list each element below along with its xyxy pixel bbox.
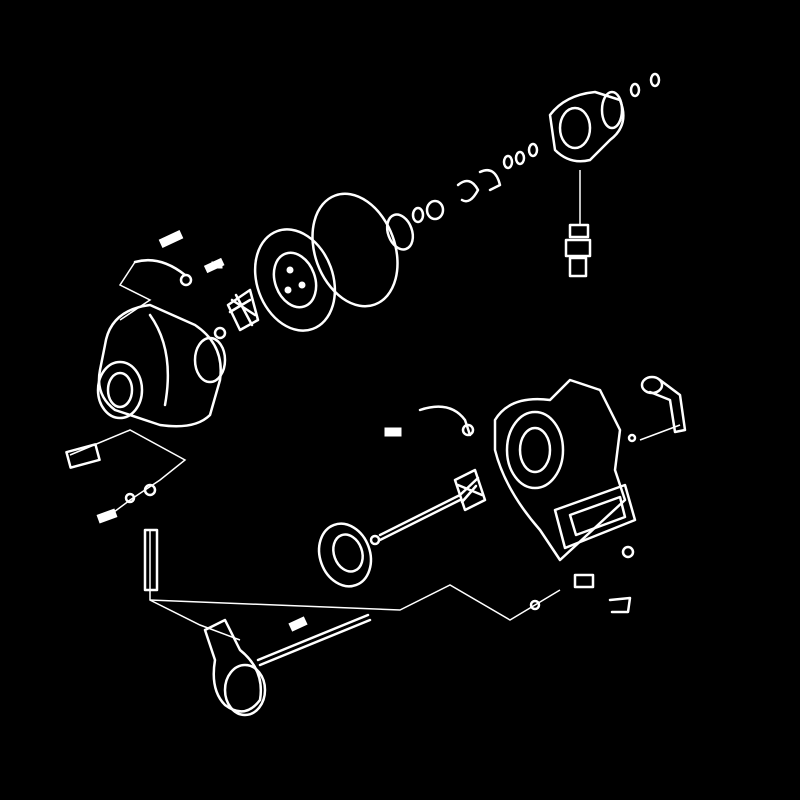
compressor-housing-icon (96, 303, 227, 428)
center-housing-icon (548, 72, 661, 163)
bolt-icon (211, 261, 637, 443)
clip-icon (529, 545, 635, 614)
seal-parts-icon (411, 142, 539, 224)
turbine-shaft-wheel-icon (369, 468, 487, 546)
leader-lines (69, 170, 681, 641)
compressor-wheel-icon (213, 288, 260, 340)
oil-fitting-icon (564, 223, 592, 278)
hose-icon (640, 375, 687, 434)
back-plate-icon (253, 228, 337, 332)
wastegate-actuator-icon (203, 613, 372, 717)
o-ring-icon (311, 192, 415, 308)
rod-icon (65, 443, 159, 592)
turbine-housing-icon (493, 378, 637, 562)
heat-shield-icon (384, 405, 475, 437)
disc-icon (317, 522, 373, 588)
